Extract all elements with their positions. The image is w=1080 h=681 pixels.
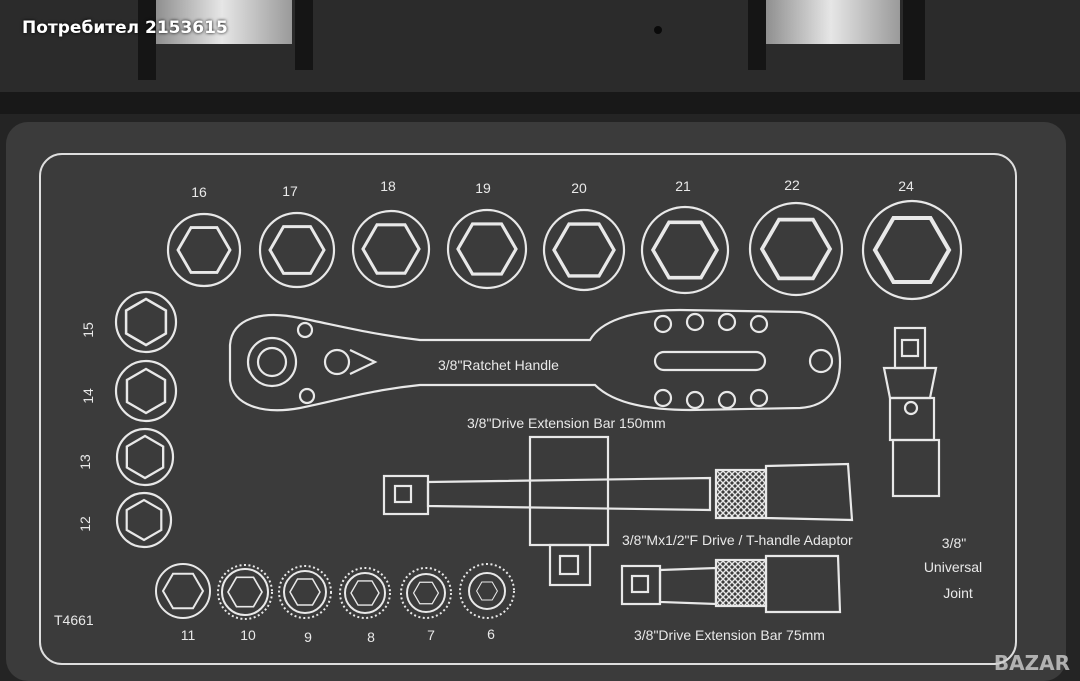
- socket-19: [446, 208, 528, 290]
- socket-24: [861, 199, 963, 301]
- label-20: 20: [571, 180, 587, 196]
- socket-12: [115, 491, 173, 549]
- socket-16: [166, 212, 242, 288]
- socket-15: [114, 290, 178, 354]
- label-8: 8: [367, 629, 375, 645]
- socket-11: [155, 563, 211, 619]
- extension-bar-150-outline: [382, 462, 854, 522]
- socket-14: [114, 359, 178, 423]
- socket-13: [115, 427, 175, 487]
- joint-label-line3: Joint: [943, 585, 973, 601]
- socket-21: [640, 205, 730, 295]
- foam-insert: [6, 122, 1066, 681]
- left-sockets: [114, 290, 178, 549]
- label-6: 6: [487, 626, 495, 642]
- label-21: 21: [675, 178, 691, 194]
- adaptor-label: 3/8"Mx1/2"F Drive / T-handle Adaptor: [622, 532, 853, 548]
- adaptor-outline: [528, 435, 610, 587]
- model-code: T4661: [54, 612, 94, 628]
- label-12: 12: [77, 516, 93, 532]
- universal-joint-outline: [882, 326, 941, 498]
- socket-8: [339, 567, 391, 619]
- socket-17: [258, 211, 336, 289]
- bazar-logo: BAZAR: [993, 651, 1070, 675]
- label-18: 18: [380, 178, 396, 194]
- label-15: 15: [80, 322, 96, 338]
- joint-label-line2: Universal: [924, 559, 982, 575]
- user-watermark: Потребител 2153615: [22, 18, 228, 38]
- socket-18: [351, 209, 431, 289]
- top-sockets: [166, 199, 963, 301]
- ratchet-label: 3/8"Ratchet Handle: [438, 357, 559, 373]
- socket-6: [459, 563, 515, 619]
- extension-150-label: 3/8"Drive Extension Bar 150mm: [467, 415, 666, 431]
- label-13: 13: [77, 454, 93, 470]
- socket-7: [400, 567, 452, 619]
- label-24: 24: [898, 178, 914, 194]
- label-14: 14: [80, 388, 96, 404]
- label-10: 10: [240, 627, 256, 643]
- label-9: 9: [304, 629, 312, 645]
- label-17: 17: [282, 183, 298, 199]
- bottom-sockets: [155, 563, 515, 620]
- extension-bar-75-outline: [620, 554, 842, 614]
- label-19: 19: [475, 180, 491, 196]
- socket-10: [217, 564, 273, 620]
- ratchet-handle-outline: [228, 308, 842, 412]
- label-16: 16: [191, 184, 207, 200]
- socket-22: [748, 201, 844, 297]
- tray-outline: [39, 153, 1017, 665]
- joint-label-line1: 3/8": [942, 535, 966, 551]
- right-latch: [748, 0, 925, 80]
- socket-9: [278, 565, 332, 619]
- case-seam: [0, 92, 1080, 114]
- extension-75-label: 3/8"Drive Extension Bar 75mm: [634, 627, 825, 643]
- lid-hole: [654, 26, 662, 34]
- left-latch: [138, 0, 313, 80]
- label-22: 22: [784, 177, 800, 193]
- socket-20: [542, 208, 626, 292]
- label-7: 7: [427, 627, 435, 643]
- label-11: 11: [181, 627, 196, 643]
